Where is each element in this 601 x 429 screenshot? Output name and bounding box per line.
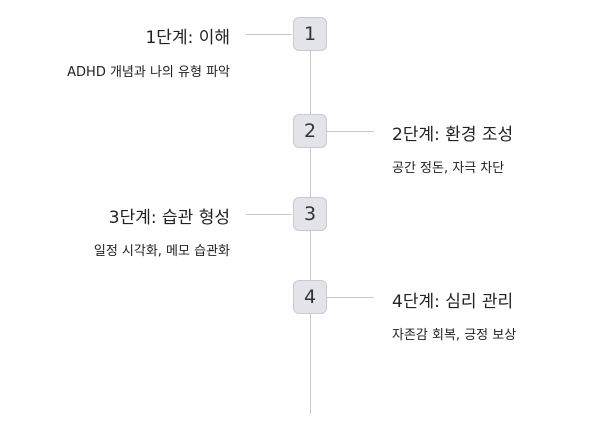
step-2-description: 공간 정돈, 자극 차단 bbox=[392, 161, 505, 176]
connector-step-2 bbox=[327, 131, 374, 132]
step-3-node: 3 bbox=[293, 197, 327, 231]
step-3-description: 일정 시각화, 메모 습관화 bbox=[93, 244, 230, 259]
step-1-node: 1 bbox=[293, 17, 327, 51]
step-4-number: 4 bbox=[303, 285, 317, 308]
step-3-number: 3 bbox=[303, 202, 317, 225]
step-4-description: 자존감 회복, 긍정 보상 bbox=[392, 328, 517, 343]
step-3-title: 3단계: 습관 형성 bbox=[108, 208, 230, 228]
step-2-node: 2 bbox=[293, 114, 327, 148]
step-4-title: 4단계: 심리 관리 bbox=[392, 292, 514, 312]
step-1-title: 1단계: 이해 bbox=[145, 28, 230, 48]
connector-step-1 bbox=[246, 34, 292, 35]
step-2-title: 2단계: 환경 조성 bbox=[392, 125, 514, 145]
connector-step-4 bbox=[327, 297, 374, 298]
step-4-node: 4 bbox=[293, 280, 327, 314]
step-2-number: 2 bbox=[303, 119, 317, 142]
step-1-number: 1 bbox=[303, 22, 317, 45]
step-1-description: ADHD 개념과 나의 유형 파악 bbox=[67, 65, 230, 80]
connector-step-3 bbox=[246, 214, 292, 215]
